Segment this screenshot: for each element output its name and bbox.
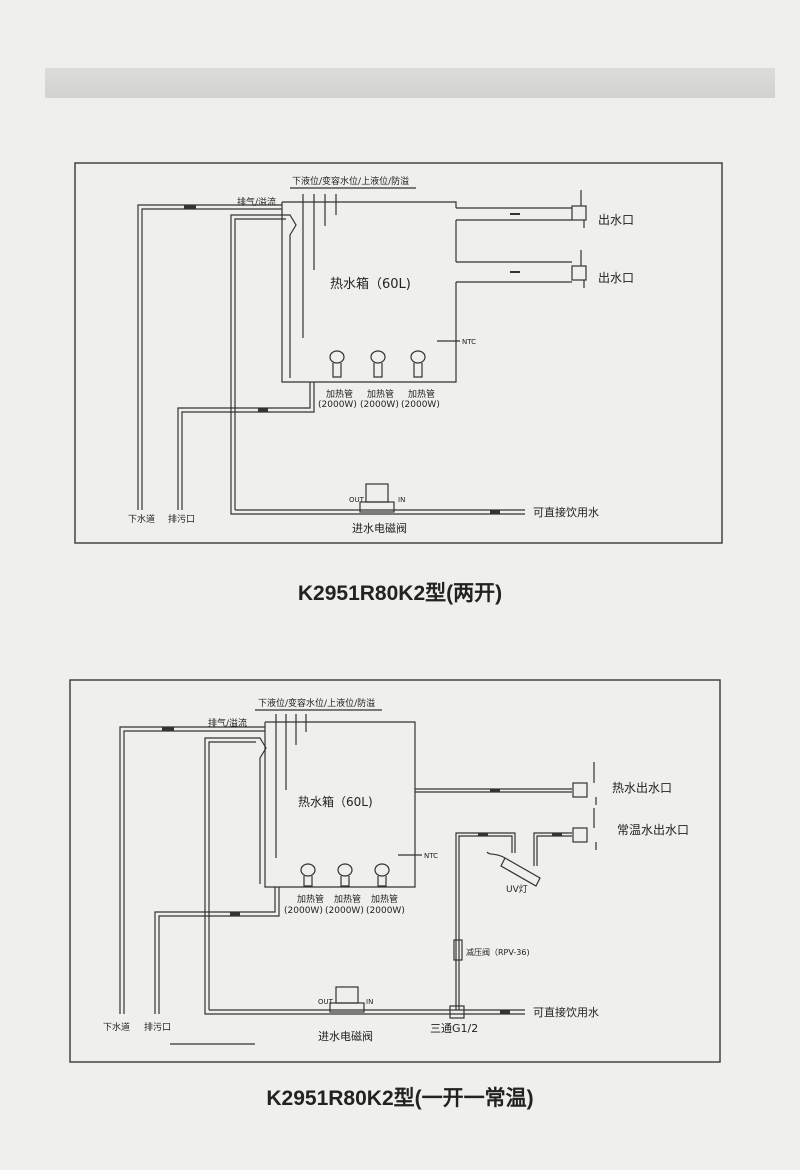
tee-fitting-label: 三通G1/2 (430, 1022, 478, 1035)
faucet-icon (572, 762, 597, 805)
tank-label: 热水箱（60L) (330, 276, 411, 292)
drain-label: 下水道 (128, 513, 155, 525)
heater-label: 加热管 (371, 893, 398, 905)
sewage-pipe (177, 382, 315, 510)
valve-in-label: IN (366, 998, 373, 1006)
level-probes (302, 194, 337, 338)
vent-overflow-label: 排气/溢流 (237, 196, 276, 208)
room-temp-pipe (455, 832, 572, 1010)
sewage-outlet-label: 排污口 (168, 513, 195, 525)
heater-power: (2000W) (360, 400, 399, 410)
inlet-label: 可直接饮用水 (533, 505, 599, 519)
heater-icons (300, 863, 390, 887)
ntc-label: NTC (462, 338, 476, 346)
tee-fitting-icon (449, 1005, 465, 1019)
sewage-outlet-label: 排污口 (144, 1021, 171, 1033)
diagram-1-title: K2951R80K2型(两开) (297, 582, 503, 605)
heater-label: 加热管 (326, 388, 353, 400)
outlet-pipes (456, 207, 572, 283)
heater-power: (2000W) (401, 400, 440, 410)
solenoid-valve-icon (359, 483, 395, 513)
level-probes (275, 714, 307, 858)
solenoid-valve-icon (329, 986, 365, 1013)
diagram-1: 下液位/变容水位/上液位/防溢 排气/溢流 热水箱（60L) NTC 出水口 出… (74, 162, 723, 544)
heater-label: 加热管 (408, 388, 435, 400)
valve-out-label: OUT (318, 998, 334, 1006)
vent-overflow-label: 排气/溢流 (208, 717, 247, 729)
diagram-1-frame (74, 162, 723, 544)
uv-lamp-label: UV灯 (506, 884, 528, 895)
heater-icons (329, 350, 426, 378)
inlet-label: 可直接饮用水 (533, 1005, 599, 1019)
outlet-label-2: 出水口 (598, 271, 634, 285)
faucet-icon (571, 250, 587, 288)
level-sensor-label: 下液位/变容水位/上液位/防溢 (292, 175, 409, 187)
valve-out-label: OUT (349, 496, 365, 504)
heater-label: 加热管 (367, 388, 394, 400)
hot-outlet-pipe (415, 788, 572, 793)
inlet-pipe (230, 509, 525, 515)
tank-top (282, 201, 457, 208)
inlet-pipe (204, 1005, 525, 1019)
room-temp-outlet-label: 常温水出水口 (617, 823, 689, 837)
uv-lamp-icon (486, 851, 541, 887)
faucet-icon (571, 190, 587, 228)
level-sensor-label: 下液位/变容水位/上液位/防溢 (258, 697, 375, 709)
sewage-pipe (154, 887, 280, 1014)
faucet-icon (572, 808, 597, 850)
heater-power: (2000W) (318, 400, 357, 410)
heater-power: (2000W) (325, 906, 364, 916)
drain-label: 下水道 (103, 1021, 130, 1033)
diagram-2: 下液位/变容水位/上液位/防溢 排气/溢流 热水箱（60L) NTC 热水出水口… (69, 679, 721, 1063)
scan-header-band (45, 68, 775, 98)
solenoid-valve-label: 进水电磁阀 (318, 1029, 373, 1043)
valve-in-label: IN (398, 496, 405, 504)
hot-water-tank (281, 202, 457, 383)
diagram-2-frame (69, 679, 721, 1063)
hot-outlet-label: 热水出水口 (612, 781, 672, 795)
ntc-label: NTC (424, 852, 438, 860)
pressure-reducer-icon (453, 939, 463, 961)
heater-label: 加热管 (297, 893, 324, 905)
diagram-2-title: K2951R80K2型(一开一常温) (266, 1087, 534, 1110)
heater-power: (2000W) (284, 906, 323, 916)
overflow-drain-pipe (119, 726, 267, 1014)
outlet-label-1: 出水口 (598, 213, 634, 227)
hot-water-tank (264, 721, 416, 888)
heater-label: 加热管 (334, 893, 361, 905)
overflow-drain-pipe (137, 204, 297, 510)
tank-label: 热水箱（60L) (298, 794, 373, 809)
solenoid-valve-label: 进水电磁阀 (352, 521, 407, 535)
heater-power: (2000W) (366, 906, 405, 916)
pressure-reducer-label: 减压阀（RPV-36) (466, 947, 530, 957)
